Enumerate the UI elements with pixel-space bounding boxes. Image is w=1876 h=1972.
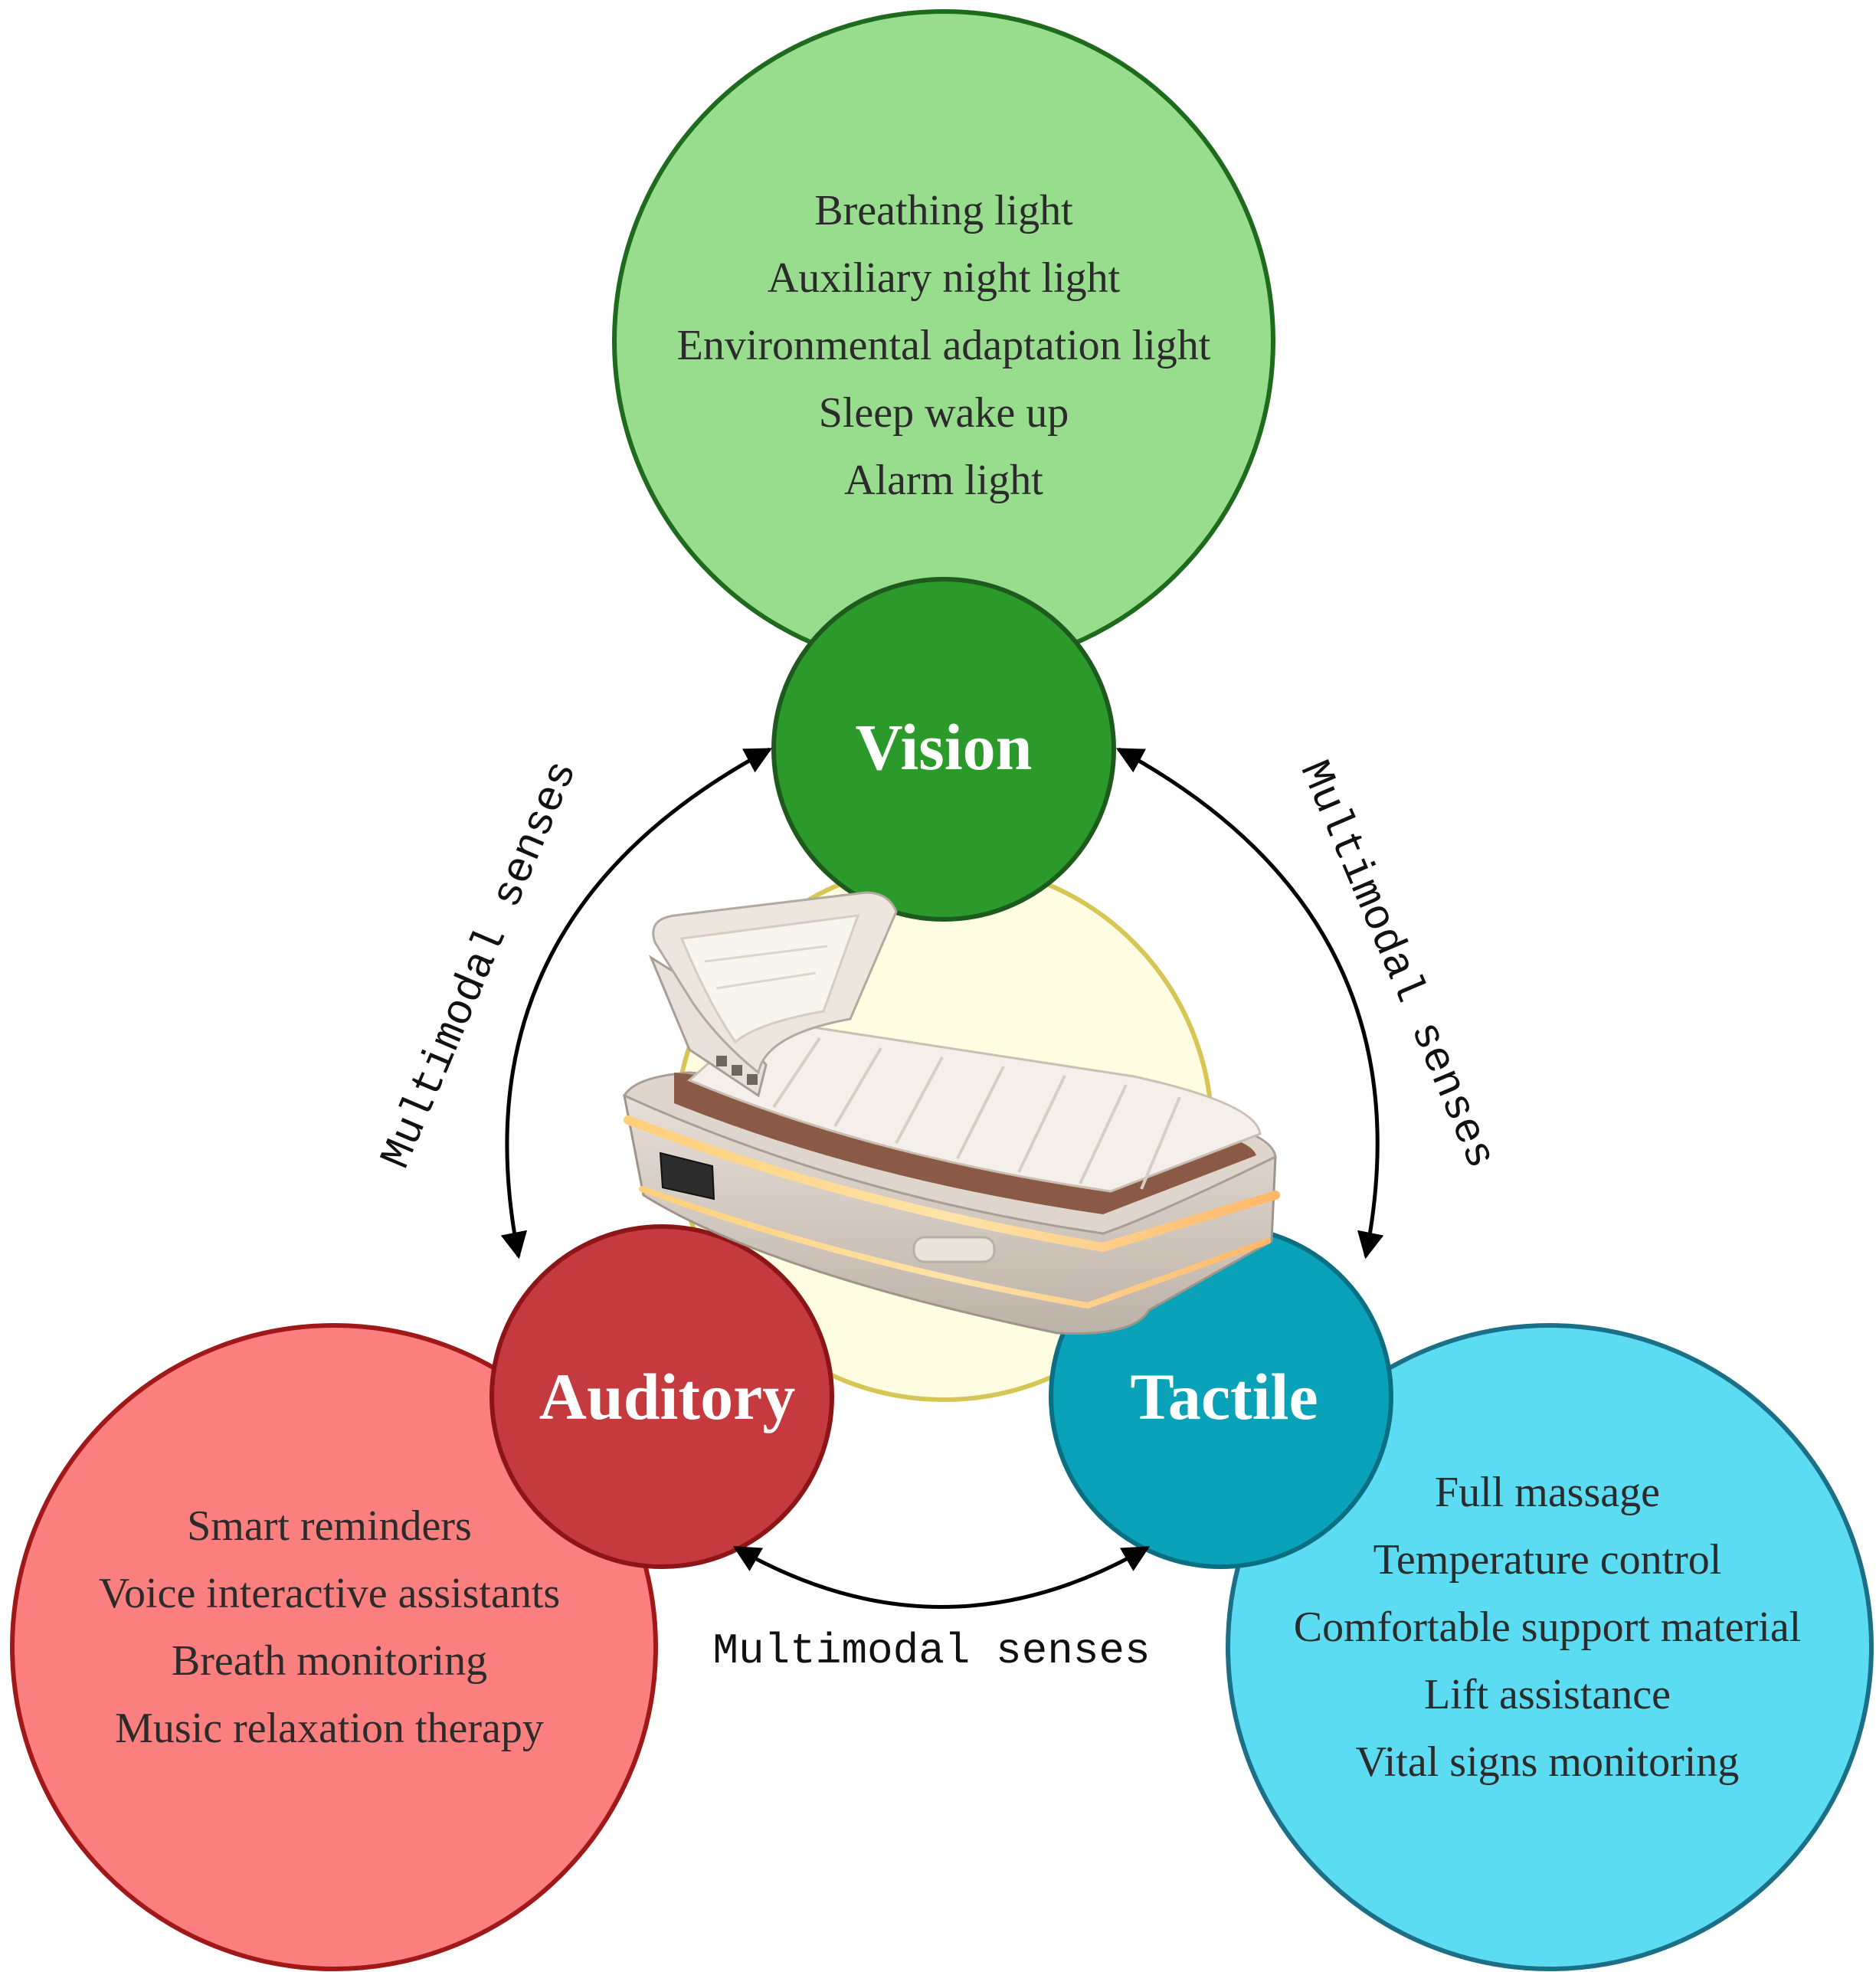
auditory-feature-text: Smart reminders: [187, 1502, 472, 1550]
vision-feature-text: Auxiliary night light: [768, 254, 1121, 302]
tactile-feature-text: Lift assistance: [1424, 1671, 1671, 1718]
tactile-feature-text: Full massage: [1435, 1469, 1660, 1516]
left-connector-arrow: [500, 747, 773, 1260]
bottom-connector-label: Multimodal senses: [712, 1626, 1150, 1676]
auditory-feature-text: Music relaxation therapy: [115, 1705, 544, 1752]
auditory-feature-text: Voice interactive assistants: [99, 1570, 560, 1617]
vision-hub-circle: [771, 577, 1116, 922]
vision-hub-label: Vision: [856, 710, 1033, 784]
vision-feature-text: Alarm light: [844, 457, 1043, 504]
auditory-feature-text: Breath monitoring: [172, 1637, 487, 1685]
tactile-feature-circle: [1226, 1323, 1874, 1971]
vision-feature-text: Sleep wake up: [819, 389, 1069, 437]
tactile-hub-label: Tactile: [1130, 1360, 1318, 1433]
tactile-feature-text: Vital signs monitoring: [1356, 1738, 1740, 1786]
smart-bed-image: [622, 891, 1280, 1335]
vision-feature-text: Breathing light: [814, 187, 1073, 234]
bottom-connector-arrow: [732, 1545, 1151, 1609]
left-connector-label: Multimodal senses: [372, 754, 588, 1176]
right-connector-label: Multimodal senses: [1289, 754, 1505, 1176]
auditory-feature-circle: [10, 1323, 658, 1971]
tactile-feature-text: Comfortable support material: [1294, 1603, 1801, 1651]
auditory-hub-label: Auditory: [539, 1360, 795, 1433]
vision-feature-text: Environmental adaptation light: [677, 322, 1211, 369]
tactile-feature-text: Temperature control: [1373, 1536, 1722, 1584]
right-connector-arrow: [1115, 747, 1384, 1260]
